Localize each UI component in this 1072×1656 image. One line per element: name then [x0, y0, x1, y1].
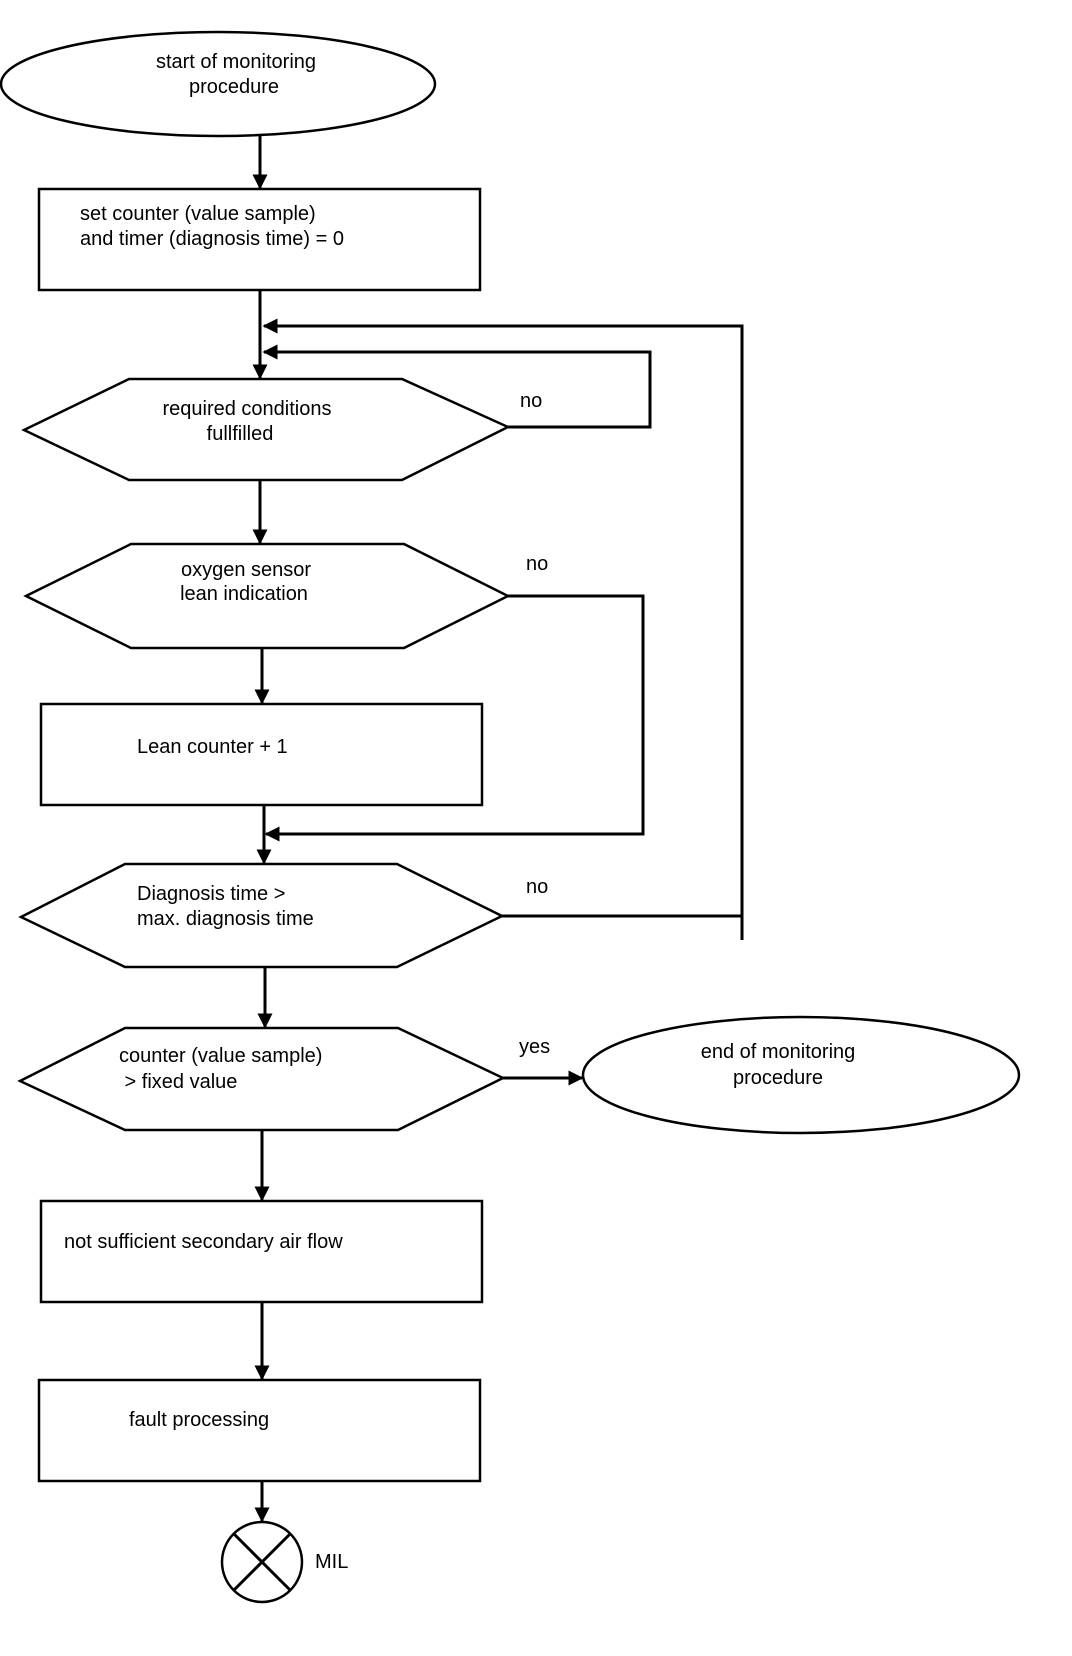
counter-check-yes-label: yes	[519, 1036, 550, 1058]
edge-oxygen-no-bypass	[264, 594, 645, 842]
required-conditions-label-line-1: required conditions	[163, 398, 332, 420]
not-sufficient-label: not sufficient secondary air flow	[64, 1231, 343, 1253]
counter-check-label-line-1: counter (value sample)	[119, 1045, 322, 1067]
counter-check-label-line-2: > fixed value	[119, 1071, 237, 1093]
fault-processing-box: fault processing	[37, 1378, 482, 1483]
connectors	[252, 136, 744, 1523]
diagnosis-time-decision: Diagnosis time > max. diagnosis time	[18, 862, 505, 969]
counter-check-decision: counter (value sample) > fixed value	[17, 1026, 506, 1132]
diagnosis-time-label-line-1: Diagnosis time >	[137, 883, 285, 905]
set-counter-box: set counter (value sample) and timer (di…	[37, 187, 482, 292]
set-counter-label-line-2: and timer (diagnosis time) = 0	[80, 228, 344, 250]
lean-counter-label: Lean counter + 1	[137, 736, 288, 758]
required-conditions-no-label: no	[520, 390, 542, 412]
edge-diagnosis-no-loop	[262, 318, 744, 918]
mil-label: MIL	[315, 1551, 348, 1573]
oxygen-sensor-label-line-2: lean indication	[180, 583, 308, 605]
mil-lamp-icon	[220, 1520, 304, 1604]
oxygen-sensor-no-label: no	[526, 553, 548, 575]
required-conditions-decision: required conditions fullfilled	[21, 377, 511, 482]
lean-counter-box: Lean counter + 1	[39, 702, 484, 807]
diagnosis-time-no-label: no	[526, 876, 548, 898]
edge-conditions-no-loop	[262, 344, 652, 429]
end-label-line-2: procedure	[733, 1067, 823, 1089]
start-label-line-1: start of monitoring	[156, 51, 316, 73]
end-node: end of monitoring procedure	[581, 1015, 1021, 1135]
start-node: start of monitoring procedure	[0, 30, 437, 138]
not-sufficient-box: not sufficient secondary air flow	[39, 1199, 484, 1304]
start-label-line-2: procedure	[189, 76, 279, 98]
end-label-line-1: end of monitoring	[701, 1041, 856, 1063]
set-counter-label-line-1: set counter (value sample)	[80, 203, 316, 225]
fault-processing-label: fault processing	[129, 1409, 269, 1431]
required-conditions-label-line-2: fullfilled	[207, 423, 274, 445]
oxygen-sensor-decision: oxygen sensor lean indication	[23, 542, 511, 650]
diagnosis-time-label-line-2: max. diagnosis time	[137, 908, 314, 930]
oxygen-sensor-label-line-1: oxygen sensor	[181, 559, 311, 581]
